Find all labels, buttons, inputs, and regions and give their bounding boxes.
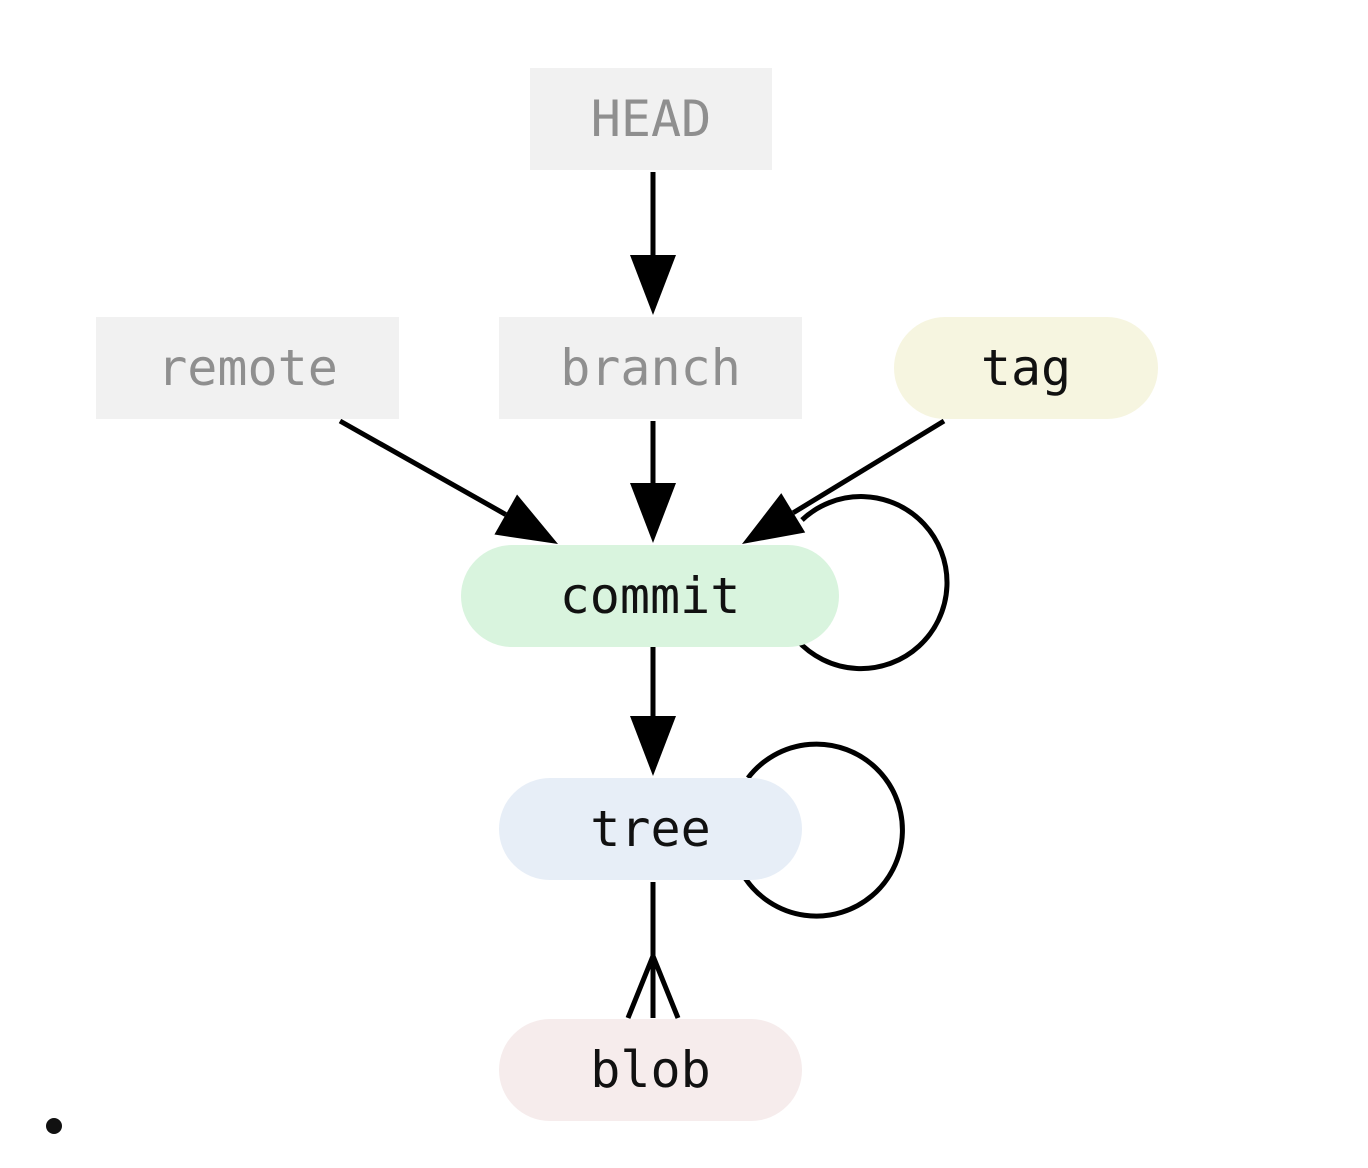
commit-label: commit (559, 567, 741, 625)
arrowhead-branch-commit (630, 483, 676, 543)
blob-node[interactable]: blob (499, 1019, 802, 1121)
remote-node[interactable]: remote (96, 317, 399, 419)
arrowhead-commit-tree (630, 716, 676, 776)
edge-tag-commit (742, 418, 946, 544)
line-remote-commit (338, 418, 507, 517)
commit-node[interactable]: commit (461, 545, 839, 647)
edge-branch-commit (630, 421, 676, 543)
loop-tree-tree (742, 741, 905, 919)
edge-head-branch (630, 172, 676, 315)
edge-tree-blob (625, 882, 681, 1019)
tree-label: tree (590, 800, 711, 858)
loop-commit-commit (795, 494, 950, 672)
blob-label: blob (590, 1041, 711, 1099)
line-tag-commit (791, 418, 946, 515)
edge-commit-tree (630, 647, 676, 776)
arrowhead-remote-commit (494, 494, 558, 544)
edge-commit-commit (795, 494, 950, 672)
branch-node[interactable]: branch (499, 317, 802, 419)
tag-node[interactable]: tag (894, 317, 1158, 419)
head-node[interactable]: HEAD (530, 68, 772, 170)
crowfoot-tree-blob (625, 955, 681, 1019)
head-label: HEAD (590, 90, 712, 148)
remote-label: remote (157, 339, 338, 397)
arrowhead-head-branch (630, 255, 676, 315)
branch-label: branch (560, 339, 741, 397)
tree-node[interactable]: tree (499, 778, 802, 880)
edge-tree-tree (742, 741, 905, 919)
tag-label: tag (980, 339, 1072, 397)
bullet-dot (46, 1118, 62, 1134)
edge-remote-commit (338, 418, 558, 544)
arrowhead-tag-commit (742, 493, 806, 544)
